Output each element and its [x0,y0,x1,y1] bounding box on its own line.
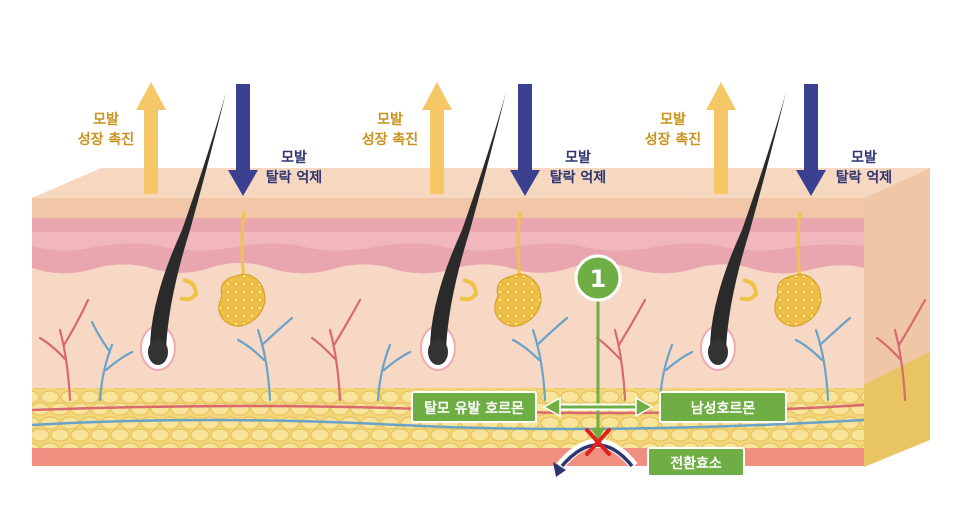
growth-label-line1: 모발 [93,111,119,128]
follicle-unit-3 [700,92,822,371]
up-arrow-icon [136,82,166,194]
loss-label-line1: 모발 [565,149,591,166]
male-hormone-label: 남성호르몬 [691,400,756,417]
hair-loss-hormone-label: 탈모 유발 호르몬 [424,400,524,417]
double-arrow-icon [542,396,654,418]
connector-arrowhead [591,428,605,440]
blood-vessels [38,298,927,402]
loss-label-line2: 탈락 억제 [836,170,892,186]
growth-label-line2: 성장 촉진 [645,131,701,148]
loss-label-line1: 모발 [851,149,877,166]
step-badge-number: 1 [590,265,607,293]
block-side-fat [864,352,930,467]
up-arrow-icon [422,82,452,194]
down-arrow-icon [510,84,540,196]
stratum-layer [32,198,864,220]
hair-loss-hormone-box: 탈모 유발 호르몬 [411,391,537,423]
enzyme-label: 전환효소 [670,455,722,472]
loss-label-line2: 탈락 억제 [550,170,606,186]
male-hormone-box: 남성호르몬 [659,391,787,423]
follicle-unit-1 [140,92,266,371]
down-arrow-icon [228,84,258,196]
horizontal-vein [31,418,865,431]
step-badge: 1 [574,254,622,302]
down-arrow-icon [796,84,826,196]
growth-label-line2: 성장 촉진 [78,131,134,148]
follicle-unit-2 [420,92,542,371]
cross-icon [585,428,611,456]
growth-label-line1: 모발 [660,111,686,128]
growth-label-line2: 성장 촉진 [362,131,418,148]
loss-label-line1: 모발 [281,149,307,166]
epidermis-stripe [32,232,864,251]
up-arrow-icon [706,82,736,194]
enzyme-box: 전환효소 [647,447,745,477]
loss-label-line2: 탈락 억제 [266,170,322,186]
growth-label-line1: 모발 [377,111,403,128]
